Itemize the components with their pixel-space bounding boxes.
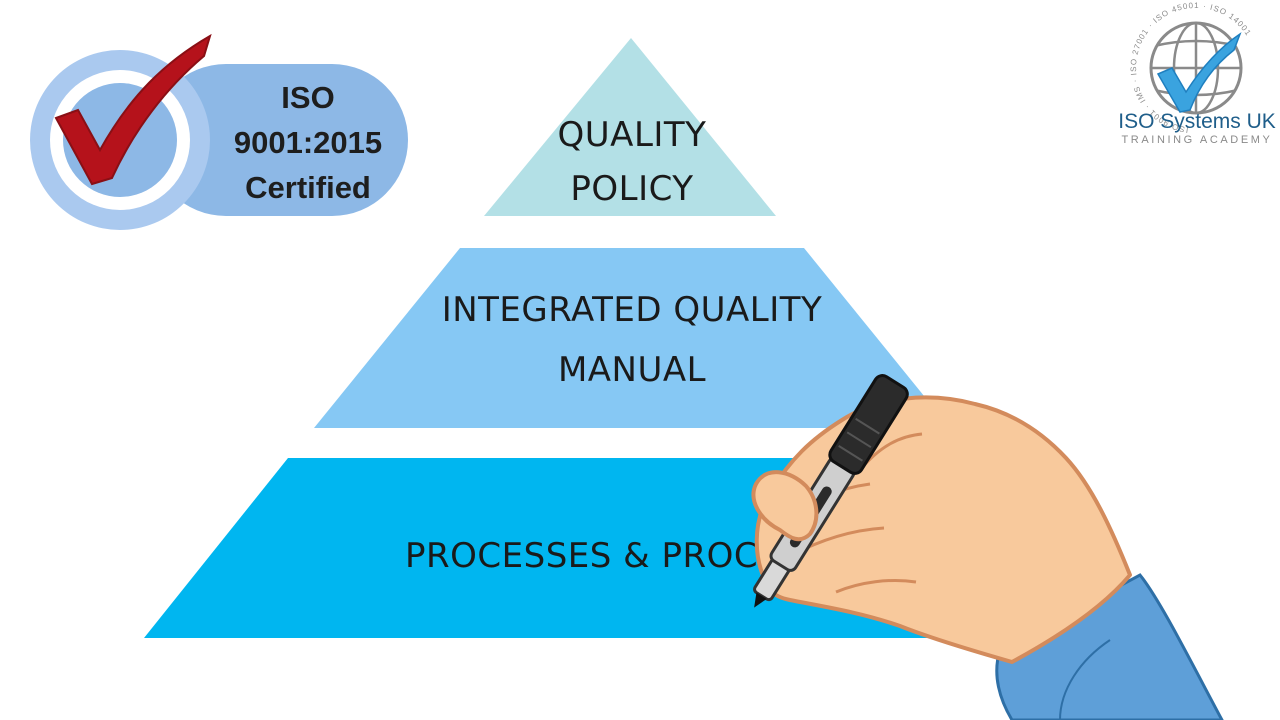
badge-line-2: 9001:2015 [234,125,382,160]
tier-top-line-1: QUALITY [558,115,707,155]
pyramid-tier-middle [314,248,950,428]
checkmark-icon [54,33,212,186]
badge-line-3: Certified [245,170,371,205]
tier-bottom-line-1: PROCESSES & PROCED [405,536,807,576]
badge-bar [150,64,408,216]
tier-middle-line-2: MANUAL [558,350,706,390]
tier-middle-line-1: INTEGRATED QUALITY [442,290,823,330]
badge-line-1: ISO [281,80,334,115]
brand-name: ISO Systems UK [1118,110,1276,133]
pyramid-tier-top [484,38,776,216]
hand-with-marker-icon [751,374,1224,720]
iso-certified-badge: ISO 9001:2015 Certified [30,33,408,230]
tier-top-line-2: POLICY [570,169,693,209]
brand-logo: ISO 9001 · IMS · ISO 27001 · ISO 45001 ·… [1118,1,1276,146]
globe-check-icon [1149,21,1243,115]
brand-tagline: TRAINING ACADEMY [1121,134,1272,146]
